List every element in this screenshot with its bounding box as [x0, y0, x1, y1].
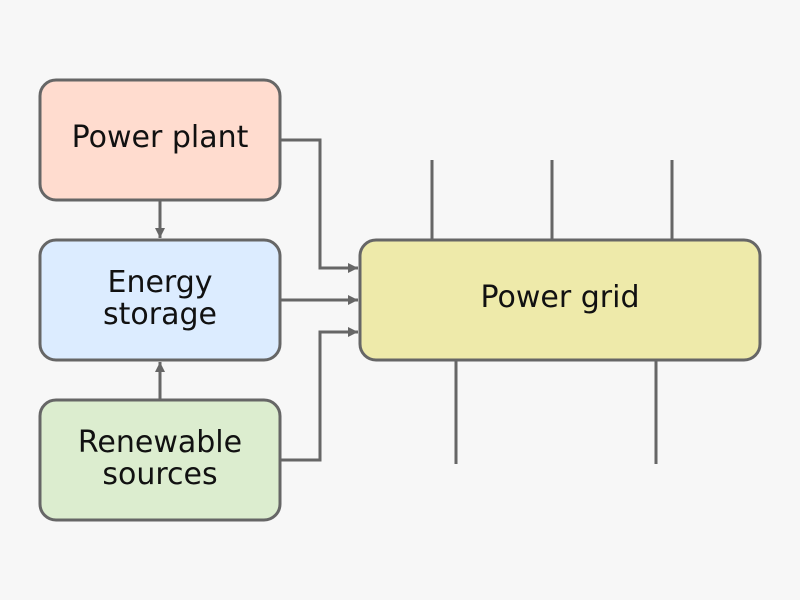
energy-storage-box	[38, 238, 282, 362]
arrow-power-plant-to-power-grid	[280, 138, 358, 273]
power-plant-box	[38, 78, 282, 202]
power-grid-node: Power grid	[358, 238, 762, 362]
power-plant-label: Power plant	[72, 120, 249, 155]
power-plant-node: Power plant	[38, 78, 282, 202]
energy-storage-label-line-1: Energy	[107, 265, 212, 300]
renewable-sources-box	[38, 398, 282, 522]
arrow-renewable-sources-to-power-grid	[280, 327, 358, 462]
renewable-sources-label-line-1: Renewable	[78, 425, 242, 460]
renewable-sources-label-line-2: sources	[102, 457, 217, 492]
power-grid-label: Power grid	[481, 280, 640, 315]
energy-storage-label-line-2: storage	[103, 297, 217, 332]
renewable-sources-node: Renewable sources	[38, 398, 282, 522]
power-grid-box	[358, 238, 762, 362]
energy-storage-node: Energy storage	[38, 238, 282, 362]
